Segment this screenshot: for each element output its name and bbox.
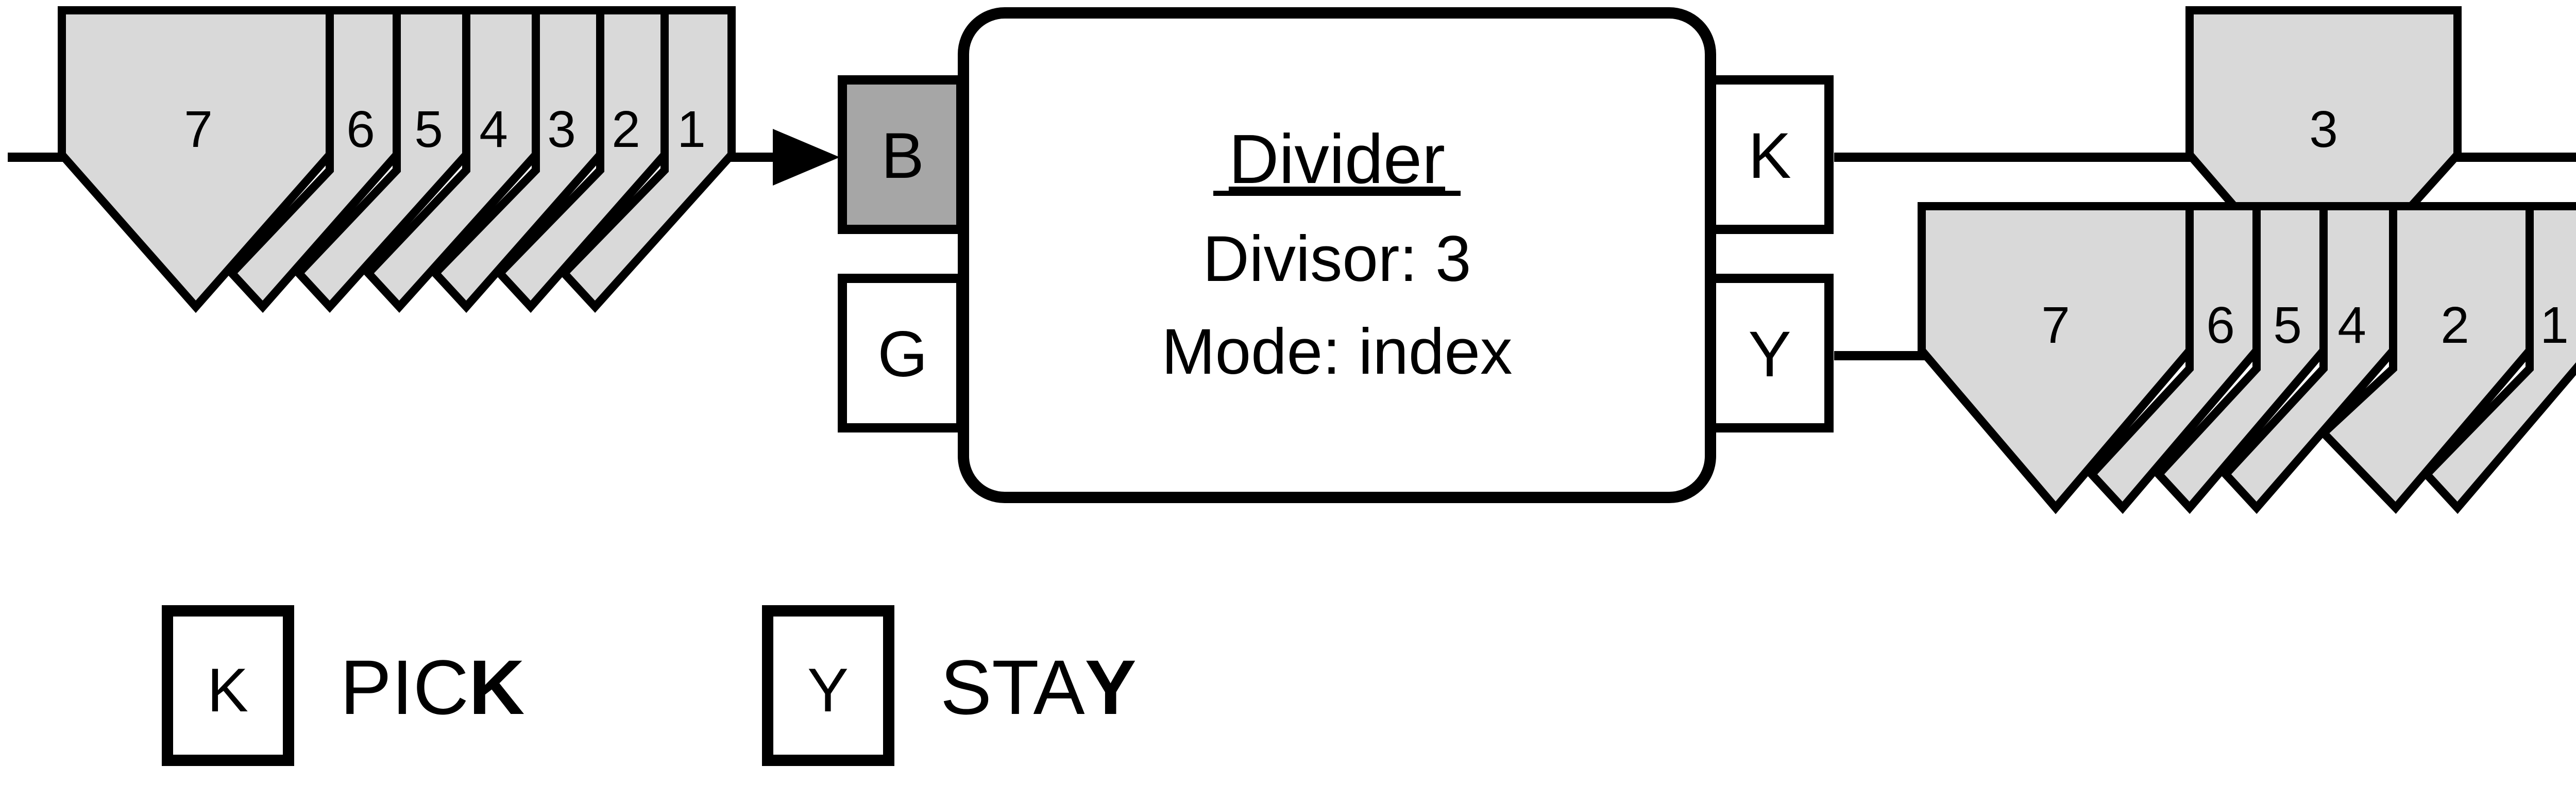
legend-text-bold: K	[469, 644, 524, 730]
output-packet-label: 1	[2540, 296, 2569, 354]
output-y-packet-4: 4	[2220, 202, 2397, 514]
output-packet-label: 2	[2441, 296, 2469, 354]
divider-title: Divider	[1229, 120, 1445, 198]
legend-text-plain: STA	[940, 644, 1085, 730]
legend-port-label: K	[207, 656, 248, 725]
legend: K PICK Y STAY	[162, 605, 1137, 766]
input-port-b[interactable]: B	[838, 75, 965, 234]
port-label: G	[877, 319, 927, 390]
input-packet-label: 5	[414, 101, 443, 158]
input-packet-5: 5	[293, 6, 470, 313]
input-packet-label: 7	[184, 101, 213, 158]
input-port-g[interactable]: G	[838, 274, 965, 432]
input-packet-7: 7	[58, 6, 334, 313]
output-packet-label: 3	[2309, 101, 2338, 158]
divider-divisor: Divisor: 3	[1203, 223, 1471, 295]
port-label: K	[1748, 120, 1791, 192]
legend-text-stay: STAY	[940, 644, 1137, 730]
input-packet-label: 6	[346, 101, 375, 158]
input-packet-3: 3	[429, 6, 604, 313]
input-packet-6: 6	[226, 6, 401, 313]
input-packet-label: 4	[479, 101, 508, 158]
output-packet-label: 4	[2337, 296, 2366, 354]
legend-text-bold: Y	[1085, 644, 1137, 730]
legend-port-label: Y	[807, 656, 849, 725]
divider-block: B G K Y Divider Divisor: 3 Mode: index	[838, 7, 1834, 503]
legend-item-pick: K PICK	[162, 605, 524, 766]
input-packet-label: 3	[547, 101, 576, 158]
input-packet-2: 2	[494, 6, 669, 313]
input-arrow-head	[773, 129, 840, 186]
input-packet-label: 1	[677, 101, 706, 158]
port-label: Y	[1748, 319, 1791, 390]
output-port-k[interactable]: K	[1706, 75, 1834, 234]
output-y-packet-7: 7	[1918, 202, 2194, 514]
input-packet-1: 1	[558, 6, 736, 313]
legend-text-pick: PICK	[340, 644, 524, 730]
input-packets: 1 2 3 4 5 6 7	[58, 6, 736, 313]
output-port-y[interactable]: Y	[1706, 274, 1834, 432]
output-y-packet-6: 6	[2086, 202, 2261, 514]
output-y-packet-2: 2	[2317, 202, 2534, 514]
output-y-packet-5: 5	[2153, 202, 2328, 514]
divider-box[interactable]	[958, 7, 1716, 503]
input-packet-label: 2	[612, 101, 640, 158]
legend-port-y	[762, 605, 894, 766]
input-packet-4: 4	[363, 6, 540, 313]
legend-text-plain: PIC	[340, 644, 469, 730]
output-y-packets: 1 2 4 5 6 7	[1918, 202, 2576, 514]
output-packet-label: 5	[2273, 296, 2302, 354]
output-packet-label: 7	[2041, 296, 2070, 354]
legend-item-stay: Y STAY	[762, 605, 1137, 766]
output-y-packet-1: 1	[2420, 202, 2576, 514]
port-label: B	[881, 120, 924, 192]
divider-mode: Mode: index	[1162, 316, 1513, 388]
output-packet-label: 6	[2206, 296, 2235, 354]
legend-port-k	[162, 605, 294, 766]
